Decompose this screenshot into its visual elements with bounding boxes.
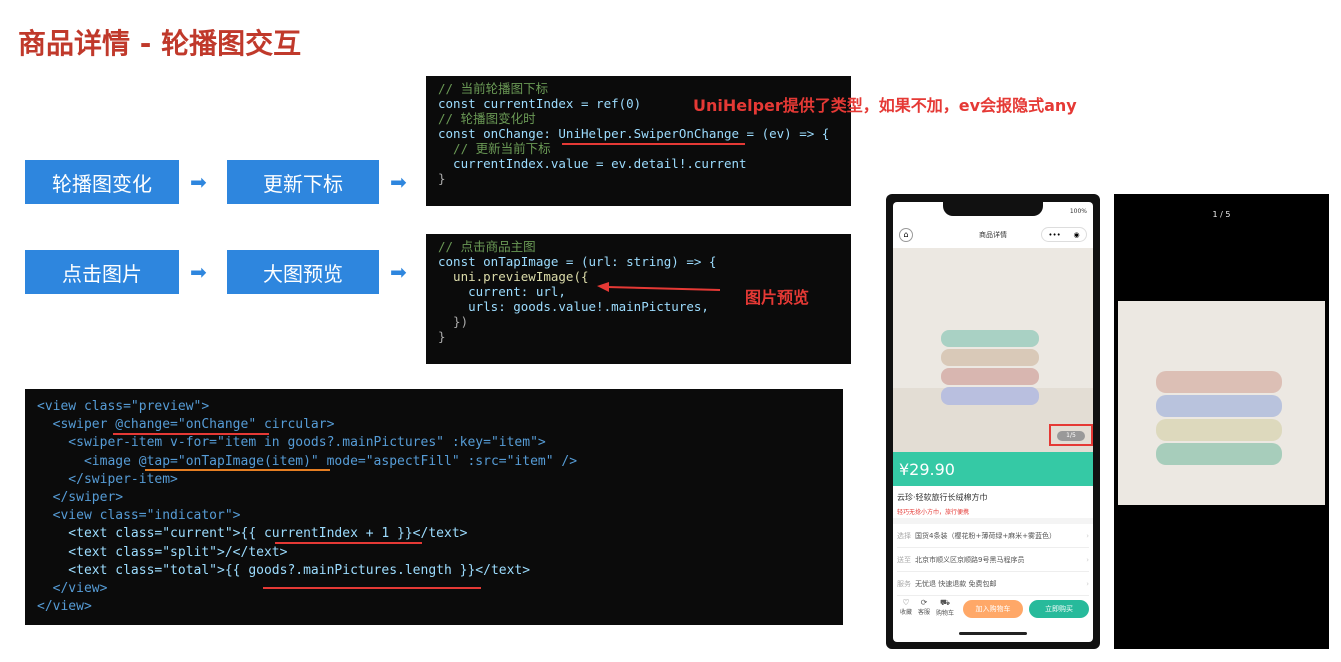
code-line: // 轮播图变化时 (438, 111, 536, 126)
code-line: urls: goods.value!.mainPictures, (438, 299, 709, 314)
home-indicator (959, 632, 1027, 635)
product-desc: 轻巧无捻小方巾，旅行便携 (897, 509, 970, 516)
code-line: const onTapImage = (url: string) => { (438, 254, 717, 269)
phone-screen: 100% ⌂ 商品详情 ••• ◉ 1/5 ¥29.90 云珍·轻软旅行长绒棉方… (893, 202, 1093, 642)
cart-icon: ⛟ (939, 598, 951, 607)
page-title: 商品详情 - 轮播图交互 (18, 27, 302, 60)
flow-box-update-index: 更新下标 (227, 160, 379, 204)
code-line: <swiper @change="onChange" circular> (37, 417, 335, 433)
code-line: <text class="split">/</text> (37, 544, 288, 560)
indicator-highlight (1049, 424, 1093, 446)
product-name: 云珍·轻软旅行长绒棉方巾 (897, 493, 988, 502)
towel (941, 330, 1039, 347)
code-line: currentIndex.value = ev.detail!.current (438, 156, 747, 171)
address-row[interactable]: 送至 北京市顺义区京顺路9号黑马程序员 › (897, 548, 1089, 572)
cart-button[interactable]: ⛟ 购物车 (935, 598, 955, 617)
arrow-right-icon: ➡ (190, 260, 207, 284)
towel (1156, 371, 1282, 393)
code-line: <text class="total">{{ goods?.mainPictur… (37, 562, 531, 578)
battery-status: 100% (1069, 208, 1087, 215)
code-line: // 更新当前下标 (438, 141, 551, 156)
code-line: </swiper> (37, 490, 124, 506)
underline-mark (263, 587, 481, 589)
notch (943, 202, 1043, 216)
note-unihelper: UniHelper提供了类型，如果不加，ev会报隐式any (693, 96, 1077, 115)
nav-title: 商品详情 (979, 231, 1007, 239)
favorite-label: 收藏 (899, 609, 912, 616)
flow-box-swiper-change: 轮播图变化 (25, 160, 179, 204)
code-line: current: url, (438, 284, 566, 299)
code-line: } (438, 329, 446, 344)
home-icon[interactable]: ⌂ (899, 228, 913, 242)
row-value: 无忧退 快速退款 免费包邮 (915, 579, 997, 588)
arrow-left-icon (597, 282, 721, 292)
code-block-template: <view class="preview"> <swiper @change="… (25, 389, 843, 625)
target-icon[interactable]: ◉ (1073, 230, 1080, 239)
code-block-ontapimage: // 点击商品主图 const onTapImage = (url: strin… (426, 234, 851, 364)
underline-mark (113, 433, 269, 435)
arrow-right-icon: ➡ (390, 260, 407, 284)
code-line: <view class="indicator"> (37, 508, 241, 524)
code-line: </view> (37, 581, 108, 597)
underline-mark (145, 469, 330, 471)
arrow-right-icon: ➡ (390, 170, 407, 194)
towel (1156, 419, 1282, 441)
chevron-right-icon: › (1086, 555, 1089, 564)
service-button[interactable]: ⟳ 客服 (917, 598, 931, 616)
code-line: const onChange: UniHelper.SwiperOnChange… (438, 126, 830, 141)
service-row[interactable]: 服务 无忧退 快速退款 免费包邮 › (897, 572, 1089, 596)
favorite-button[interactable]: ♡ 收藏 (899, 598, 913, 616)
row-label: 选择 (897, 531, 911, 540)
add-to-cart-button[interactable]: 加入购物车 (963, 600, 1023, 618)
row-value: 北京市顺义区京顺路9号黑马程序员 (915, 555, 1025, 564)
row-label: 服务 (897, 579, 911, 588)
towel (941, 387, 1039, 405)
chevron-right-icon: › (1086, 579, 1089, 588)
chat-icon: ⟳ (920, 598, 928, 607)
code-line: }) (438, 314, 469, 329)
buy-now-button[interactable]: 立即购买 (1029, 600, 1089, 618)
swiper-indicator: 1/5 (1057, 431, 1085, 441)
towel (1156, 395, 1282, 417)
code-line: </swiper-item> (37, 471, 178, 487)
towel (941, 368, 1039, 385)
price: ¥29.90 (893, 452, 1093, 486)
code-line: const currentIndex = ref(0) (438, 96, 642, 111)
code-line: uni.previewImage({ (438, 269, 589, 284)
more-icon[interactable]: ••• (1048, 230, 1061, 239)
swiper-image[interactable]: 1/5 (893, 248, 1093, 452)
code-line: <swiper-item v-for="item in goods?.mainP… (37, 435, 546, 451)
underline-mark (562, 143, 745, 145)
heart-icon: ♡ (902, 598, 910, 607)
code-line: } (438, 171, 446, 186)
divider (893, 518, 1093, 524)
preview-indicator: 1 / 5 (1212, 210, 1231, 219)
preview-image[interactable] (1118, 301, 1325, 505)
code-line: </view> (37, 599, 92, 615)
note-preview: 图片预览 (745, 288, 810, 307)
phone-frame: 100% ⌂ 商品详情 ••• ◉ 1/5 ¥29.90 云珍·轻软旅行长绒棉方… (886, 194, 1100, 649)
row-label: 送至 (897, 555, 911, 564)
towel (941, 349, 1039, 366)
code-line: // 点击商品主图 (438, 239, 536, 254)
flow-box-preview-image: 大图预览 (227, 250, 379, 294)
capsule-menu[interactable]: ••• ◉ (1041, 227, 1087, 242)
code-line: <view class="preview"> (37, 399, 210, 414)
towel (1156, 443, 1282, 465)
code-line: <text class="current">{{ currentIndex + … (37, 526, 468, 542)
row-value: 国货4条装（樱花粉+薄荷绿+麻米+雾蓝色） (915, 531, 1057, 540)
code-block-onchange: // 当前轮播图下标 const currentIndex = ref(0) /… (426, 76, 851, 206)
service-label: 客服 (917, 609, 930, 616)
flow-box-click-image: 点击图片 (25, 250, 179, 294)
underline-mark (275, 542, 422, 544)
code-line: <image @tap="onTapImage(item)" mode="asp… (37, 453, 578, 469)
arrow-right-icon: ➡ (190, 170, 207, 194)
chevron-right-icon: › (1086, 531, 1089, 540)
cart-label: 购物车 (935, 610, 954, 617)
spec-row[interactable]: 选择 国货4条装（樱花粉+薄荷绿+麻米+雾蓝色） › (897, 524, 1089, 548)
code-line: // 当前轮播图下标 (438, 81, 549, 96)
preview-screen: 1 / 5 (1114, 194, 1329, 649)
